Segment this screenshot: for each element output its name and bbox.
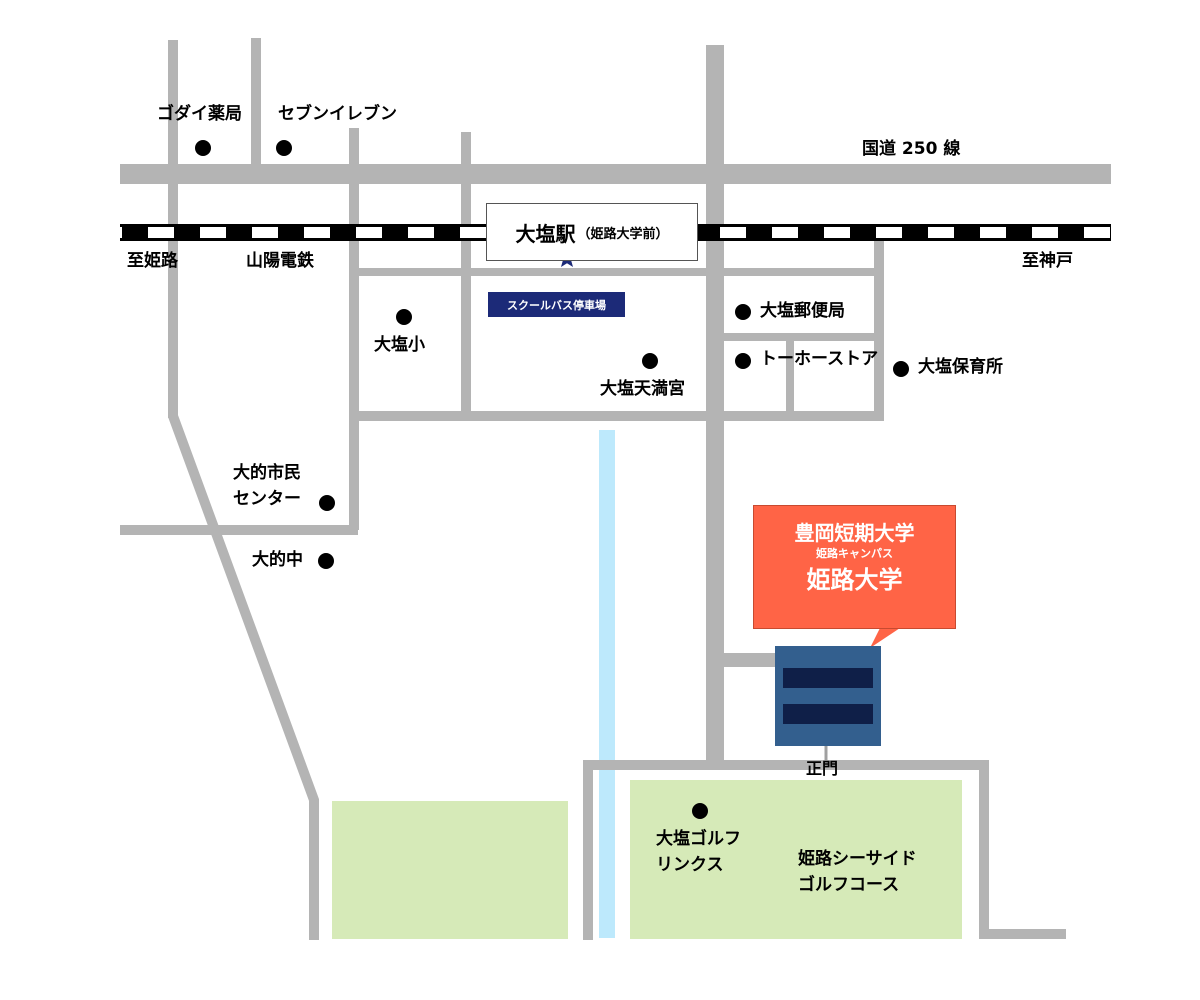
tohostore-marker [735, 353, 751, 369]
godai-label: ゴダイ薬局 [157, 104, 242, 124]
seaside-golf-label: 姫路シーサイド ゴルフコース [798, 846, 917, 898]
civic-center-line1: 大的市民 [233, 463, 301, 483]
river [599, 430, 615, 938]
railway-label: 山陽電鉄 [246, 251, 314, 271]
oshio-junior-label: 大的中 [252, 550, 303, 570]
bus-stop-label: スクールバス停車場 [488, 292, 625, 317]
diagonal-road [168, 414, 319, 940]
post-office-marker [735, 304, 751, 320]
golf-links-marker [692, 803, 708, 819]
to-kobe-label: 至神戸 [1022, 251, 1073, 271]
nursery-marker [893, 361, 909, 377]
seven-marker [276, 140, 292, 156]
civic-center-marker [319, 495, 335, 511]
godai-marker [195, 140, 211, 156]
main-gate-label: 正門 [806, 759, 839, 778]
oshio-elem-label: 大塩小 [374, 335, 425, 355]
campus-building-bar [783, 704, 873, 724]
post-office-label: 大塩郵便局 [760, 301, 845, 321]
golf-course-area [630, 780, 962, 939]
tohostore-label: トーホーストア [760, 349, 879, 369]
station-name: 大塩駅 [515, 221, 576, 246]
campus-building [775, 646, 881, 746]
to-himeji-label: 至姫路 [127, 251, 178, 271]
golf-links-line2: リンクス [656, 855, 724, 875]
tenmangu-label: 大塩天満宮 [600, 379, 685, 399]
seaside-golf-line1: 姫路シーサイド [798, 849, 917, 869]
golf-loop-road [583, 760, 1066, 940]
campus-building-bar [783, 668, 873, 688]
oshio-junior-marker [318, 553, 334, 569]
nursery-label: 大塩保育所 [918, 357, 1003, 377]
civic-center-line2: センター [233, 489, 301, 509]
civic-center-label: 大的市民 センター [233, 460, 301, 512]
national-route-label: 国道 250 線 [862, 139, 961, 159]
station-box: 大塩駅 （姫路大学前） [486, 203, 698, 261]
seven-label: セブンイレブン [278, 104, 397, 124]
callout-line2: 姫路キャンパス [816, 547, 893, 560]
golf-links-label: 大塩ゴルフ リンクス [656, 826, 741, 878]
oshio-elem-marker [396, 309, 412, 325]
university-callout: 豊岡短期大学 姫路キャンパス 姫路大学 [753, 505, 956, 629]
tenmangu-marker [642, 353, 658, 369]
seaside-golf-line2: ゴルフコース [798, 875, 900, 895]
callout-line1: 豊岡短期大学 [794, 521, 915, 545]
golf-links-line1: 大塩ゴルフ [656, 829, 741, 849]
station-sub: （姫路大学前） [577, 226, 669, 242]
callout-line3: 姫路大学 [806, 566, 903, 594]
park-area-left [332, 801, 568, 939]
roads [120, 38, 1111, 940]
callout-tail [870, 628, 900, 648]
